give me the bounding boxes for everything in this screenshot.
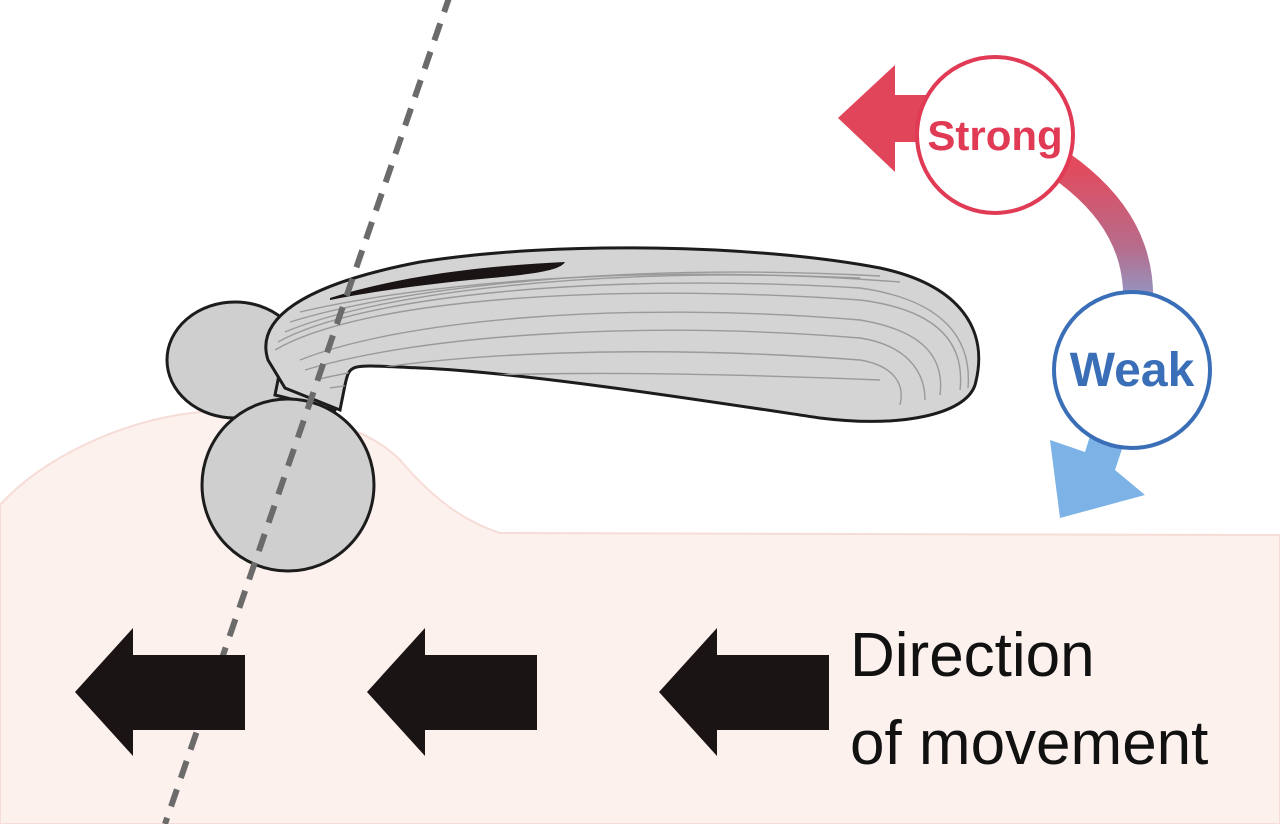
pressure-indicator: Strong Weak [838,55,1212,518]
handle-highlight [330,262,565,300]
direction-caption-line2: of movement [850,709,1209,778]
direction-caption-line1: Direction [850,621,1095,690]
left-arrow-icon [659,628,829,756]
direction-arrows [75,628,829,756]
pressure-arrow-strong [838,65,945,172]
left-arrow-icon [367,628,537,756]
left-arrow-icon [75,628,245,756]
front-roller-ball [200,397,376,573]
strong-ring [915,55,1075,215]
strong-label: Strong [927,112,1062,159]
weak-label: Weak [1070,344,1195,397]
weak-ring [1052,290,1212,450]
direction-caption: Direction of movement [850,612,1270,788]
roller-handle [264,246,981,423]
